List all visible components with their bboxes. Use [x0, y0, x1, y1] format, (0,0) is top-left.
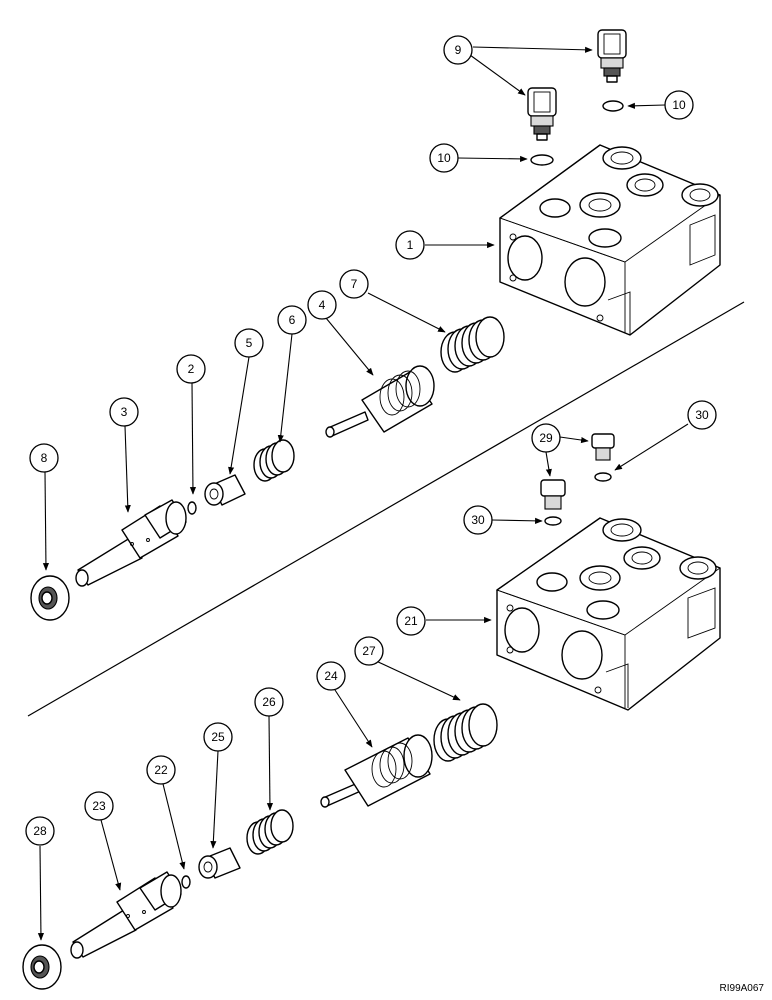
sensor-upper-right [597, 29, 627, 83]
callout-5: 5 [234, 328, 264, 358]
ring-22 [181, 875, 191, 889]
sensor-upper-left [527, 87, 557, 141]
seal-8 [30, 575, 70, 621]
callout-28: 28 [25, 816, 55, 846]
plug-29-left [540, 479, 566, 510]
svg-text:30: 30 [471, 513, 485, 527]
callout-27: 27 [354, 636, 384, 666]
o-ring-upper-left [530, 154, 554, 166]
callout-30-right: 30 [687, 400, 717, 430]
plug-23 [70, 871, 182, 959]
spring-6 [253, 439, 295, 482]
callout-2: 2 [176, 354, 206, 384]
callout-9: 9 [443, 35, 473, 65]
svg-text:4: 4 [319, 298, 326, 312]
callout-25: 25 [203, 722, 233, 752]
svg-text:3: 3 [121, 405, 128, 419]
svg-text:30: 30 [695, 408, 709, 422]
svg-text:10: 10 [672, 98, 686, 112]
leader-lines [37, 46, 689, 941]
svg-text:10: 10 [437, 151, 451, 165]
valve-body-upper [499, 144, 721, 336]
seal-28 [22, 944, 62, 990]
o-ring-30-right [594, 472, 612, 482]
spring-7 [440, 316, 505, 373]
plug-29-right [591, 433, 615, 461]
svg-text:5: 5 [246, 336, 253, 350]
svg-text:26: 26 [262, 695, 276, 709]
svg-text:8: 8 [41, 451, 48, 465]
callout-23: 23 [84, 791, 114, 821]
callout-1: 1 [395, 230, 425, 260]
figure-code: RI99A067 [719, 983, 764, 994]
svg-text:27: 27 [362, 644, 376, 658]
callout-6: 6 [277, 305, 307, 335]
callout-3: 3 [109, 397, 139, 427]
callout-7: 7 [339, 269, 369, 299]
sleeve-25 [198, 847, 241, 879]
o-ring-upper-right [602, 100, 624, 112]
spool-4 [325, 365, 435, 438]
svg-text:24: 24 [324, 669, 338, 683]
svg-text:21: 21 [404, 614, 418, 628]
svg-text:2: 2 [188, 362, 195, 376]
plug-3 [75, 499, 187, 587]
callout-26: 26 [254, 687, 284, 717]
callout-10-right: 10 [664, 90, 694, 120]
sleeve-5 [204, 474, 246, 506]
svg-text:1: 1 [407, 238, 414, 252]
divider-line [27, 301, 745, 717]
spool-24 [320, 734, 433, 808]
svg-text:9: 9 [455, 43, 462, 57]
callout-30-left: 30 [463, 505, 493, 535]
callout-4: 4 [307, 290, 337, 320]
svg-text:22: 22 [154, 763, 168, 777]
svg-text:6: 6 [289, 313, 296, 327]
svg-text:23: 23 [92, 799, 106, 813]
svg-text:25: 25 [211, 730, 225, 744]
callout-21: 21 [396, 606, 426, 636]
callout-22: 22 [146, 755, 176, 785]
ring-2 [187, 501, 197, 515]
callout-29: 29 [531, 423, 561, 453]
callout-10-left: 10 [429, 143, 459, 173]
svg-text:28: 28 [33, 824, 47, 838]
spring-26 [246, 809, 294, 855]
svg-text:7: 7 [351, 277, 358, 291]
o-ring-30-left [544, 516, 562, 526]
valve-body-lower [496, 517, 721, 711]
svg-text:29: 29 [539, 431, 553, 445]
spring-27 [433, 703, 498, 762]
callout-8: 8 [29, 443, 59, 473]
callout-24: 24 [316, 661, 346, 691]
